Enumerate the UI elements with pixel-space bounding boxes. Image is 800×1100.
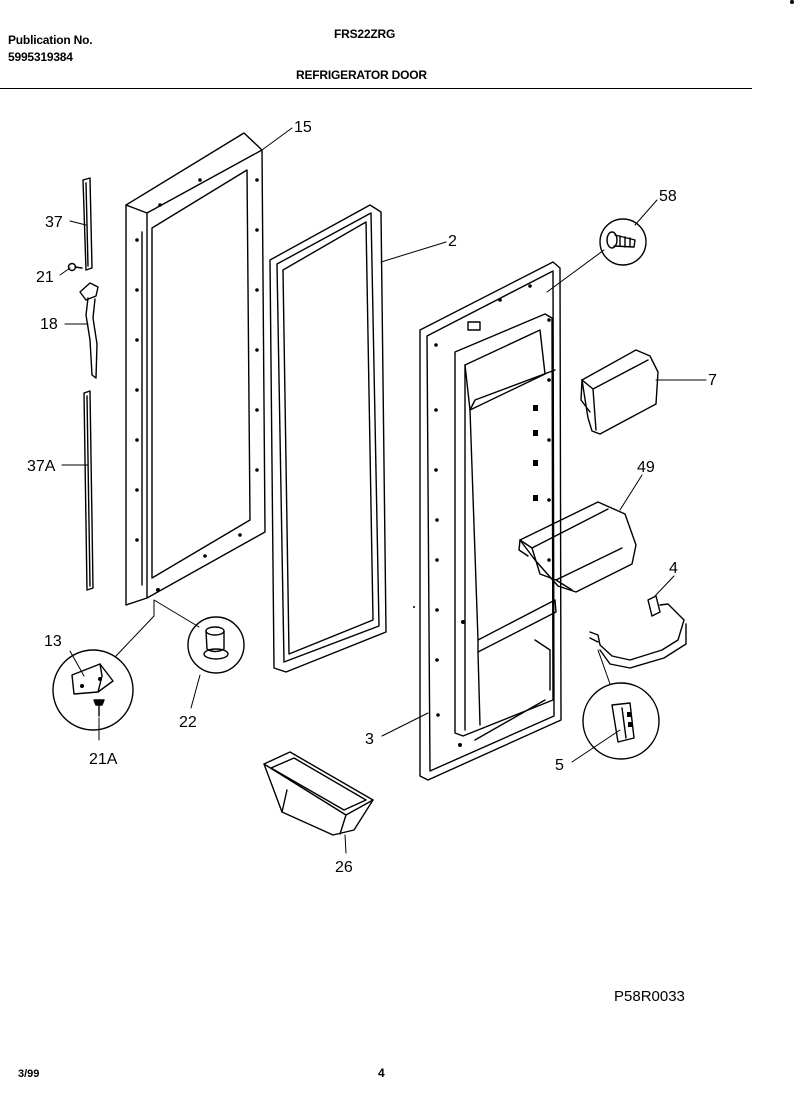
bin-support-part-4 [589, 595, 687, 669]
callout-5: 5 [555, 757, 564, 774]
callout-22: 22 [179, 714, 197, 731]
callout-37a: 37A [27, 458, 56, 475]
callout-2: 2 [448, 233, 457, 250]
callout-21: 21 [36, 269, 54, 286]
corner-mark [790, 0, 794, 4]
model-number: FRS22ZRG [334, 27, 396, 41]
hinge-bracket-part-13 [52, 649, 134, 731]
door-liner-part-3 [413, 261, 562, 781]
door-gasket-part-2 [269, 204, 387, 673]
trim-part-37 [82, 177, 93, 271]
callout-21a: 21A [89, 751, 118, 768]
callout-3: 3 [365, 731, 374, 748]
header-divider [0, 88, 752, 89]
callout-58: 58 [659, 188, 677, 205]
callout-49: 49 [637, 459, 655, 476]
leader-lines [59, 127, 707, 854]
screw-part-21 [67, 262, 83, 272]
callout-13: 13 [44, 633, 62, 650]
screw-part-58 [599, 218, 647, 266]
bucket-part-26 [263, 751, 374, 836]
page-number: 4 [378, 1066, 385, 1080]
dairy-door-part-7 [580, 349, 659, 435]
hinge-strip-part-18 [79, 282, 99, 379]
publication-number: 5995319384 [8, 50, 73, 64]
callout-26: 26 [335, 859, 353, 876]
revision-date: 3/99 [18, 1068, 40, 1080]
door-frame-part-15 [125, 132, 266, 606]
callout-37: 37 [45, 214, 63, 231]
section-title: REFRIGERATOR DOOR [296, 68, 427, 82]
callout-4: 4 [669, 560, 678, 577]
callout-15: 15 [294, 119, 312, 136]
callout-7: 7 [708, 372, 717, 389]
publication-label: Publication No. [8, 33, 93, 47]
door-bin-part-49 [518, 501, 637, 593]
clip-part-5 [582, 682, 660, 760]
pivot-part-22 [187, 616, 245, 674]
trim-part-37a [83, 390, 94, 591]
screw-part-21a [93, 699, 105, 717]
figure-code: P58R0033 [614, 988, 685, 1005]
callout-18: 18 [40, 316, 58, 333]
